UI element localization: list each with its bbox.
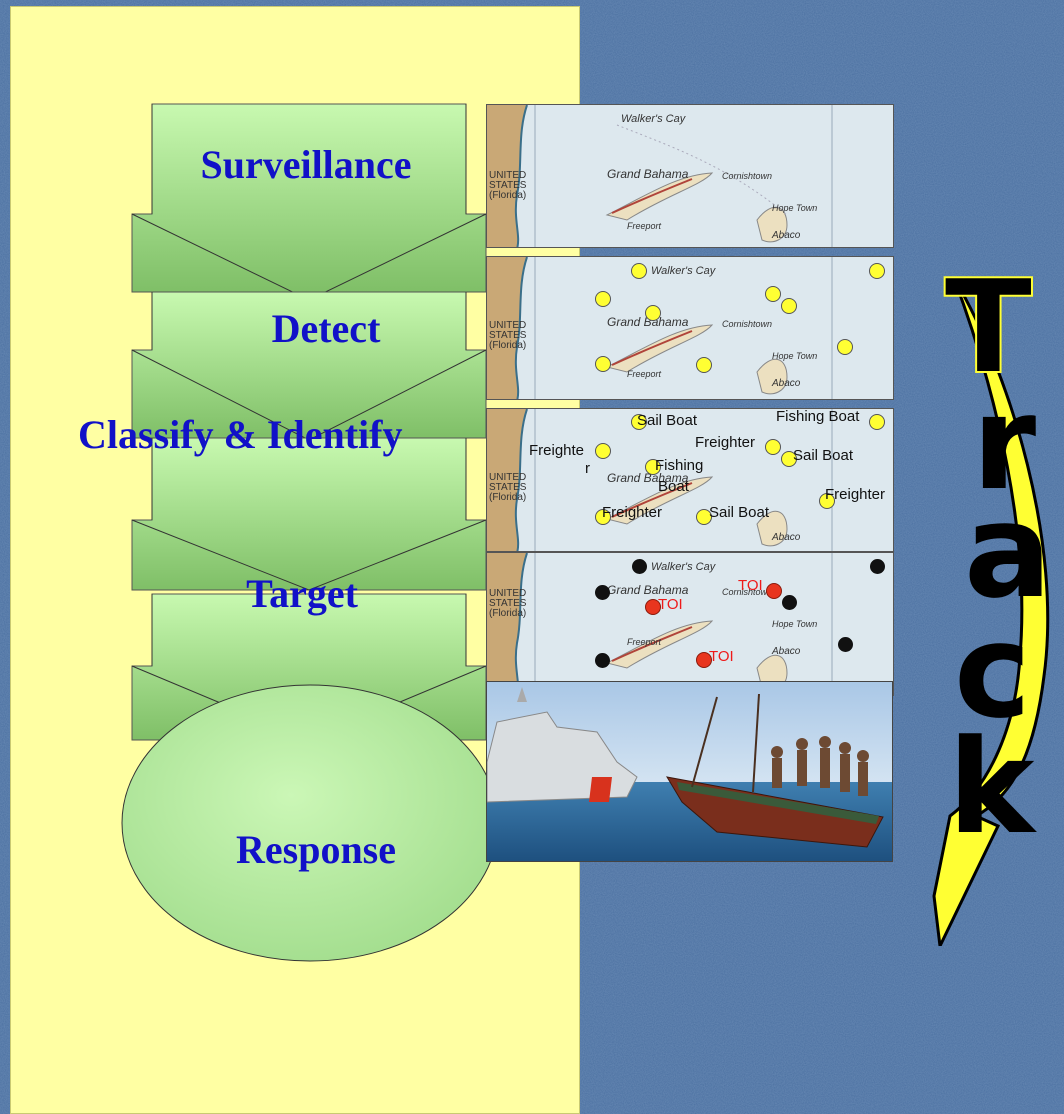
map-label-us-3: (Florida) [489,340,527,351]
map-label-hope-town: Hope Town [772,203,818,213]
map-label-cornishtown: Cornishtown [722,319,773,329]
map-panel-classify-identify: Grand Bahama Abaco UNITED STATES (Florid… [486,408,894,552]
contact-marker [645,305,661,321]
toi-label: TOI [658,596,683,613]
vessel-label-sail-boat: Sail Boat [637,412,698,429]
contact-marker [595,653,610,668]
map-panel-surveillance: Walker's Cay Grand Bahama Cornishtown Ho… [486,104,894,248]
contact-marker [595,443,611,459]
contact-marker [595,585,610,600]
track-letter-t: T [943,251,1034,403]
map-label-us-2: STATES [489,598,527,609]
contact-marker [595,356,611,372]
toi-label: TOI [738,577,763,594]
map-label-us-2: STATES [489,180,527,191]
contact-marker [632,559,647,574]
vessel-label-fishing-boat: Boat [658,478,689,495]
contact-marker [631,414,647,430]
track-letter-k: k [948,711,1035,863]
stage-arrow-classify-identify [131,437,487,591]
ship-photo-icon [487,682,892,861]
map-label-grand-bahama: Grand Bahama [607,167,689,181]
contact-marker [631,263,647,279]
vessel-label-freighter: Freighter [825,486,886,503]
vessel-label-freighter: Freighter [602,504,663,521]
vessel-label-sail-boat: Sail Boat [709,504,770,521]
map-label-walkers-cay: Walker's Cay [651,265,716,277]
map-label-walkers-cay: Walker's Cay [651,561,716,573]
map-label-us-3: (Florida) [489,608,527,619]
contact-marker [781,298,797,314]
map-panel-target: Walker's Cay Grand Bahama Cornishtown Ho… [486,552,894,696]
map-label-walkers-cay: Walker's Cay [621,113,686,125]
contact-marker [819,493,835,509]
map-label-us-1: UNITED [489,588,527,599]
target-of-interest-marker [766,583,782,599]
track-letter-c: c [954,595,1032,747]
stage-label-target: Target [246,571,358,616]
stage-label-detect: Detect [271,306,381,351]
vessel-label-sail-boat: Sail Boat [793,447,854,464]
map-label-us-2: STATES [489,330,527,341]
vessel-label-fishing-boat: Fishing [655,457,704,474]
map-label-grand-bahama: Grand Bahama [607,471,689,485]
vessel-label-fishing-boat: Fishing Boat [776,408,860,425]
map-graphic [487,553,893,695]
map-label-us-3: (Florida) [489,492,527,503]
map-label-freeport: Freeport [627,637,662,647]
vessel-label-freighter: Freighte [529,442,585,459]
map-label-hope-town: Hope Town [772,351,818,361]
stage-label-surveillance: Surveillance [200,142,412,187]
map-label-grand-bahama: Grand Bahama [607,583,689,597]
contact-marker [645,459,661,475]
stage-arrow-surveillance [131,103,487,301]
map-label-us-1: UNITED [489,472,527,483]
toi-label: TOI [709,648,734,665]
map-label-cornishtown: Cornishtown [722,587,773,597]
map-label-cornishtown: Cornishtown [722,171,773,181]
target-of-interest-marker [645,599,661,615]
target-of-interest-marker [696,652,712,668]
contact-marker [869,263,885,279]
map-label-abaco: Abaco [772,646,801,657]
response-photo [486,681,893,862]
track-letter-r: r [972,367,1037,519]
contact-marker [696,357,712,373]
contact-marker [838,637,853,652]
contact-marker [781,451,797,467]
curved-arrow-icon [932,277,1050,946]
map-label-abaco: Abaco [772,532,801,543]
contact-marker [595,509,611,525]
map-label-us-1: UNITED [489,320,527,331]
map-label-us-1: UNITED [489,170,527,181]
stage-label-classify-identify: Classify & Identify [78,412,403,457]
map-label-freeport: Freeport [627,221,662,231]
map-label-us-2: STATES [489,482,527,493]
contact-marker [595,291,611,307]
vessel-label-freighter: r [585,460,590,477]
map-graphic [487,105,893,247]
map-label-abaco: Abaco [772,378,801,389]
contact-marker [869,414,885,430]
map-label-us-3: (Florida) [489,190,527,201]
contact-marker [765,439,781,455]
map-panel-detect: Walker's Cay Grand Bahama Cornishtown Ho… [486,256,894,400]
contact-marker [765,286,781,302]
contact-marker [696,509,712,525]
vessel-label-freighter: Freighter [695,434,756,451]
map-label-grand-bahama: Grand Bahama [607,315,689,329]
map-label-abaco: Abaco [772,230,801,241]
contact-marker [782,595,797,610]
map-label-hope-town: Hope Town [772,619,818,629]
map-graphic [487,409,893,551]
map-label-freeport: Freeport [627,369,662,379]
map-graphic [487,257,893,399]
contact-marker [870,559,885,574]
stage-label-response: Response [235,827,397,872]
stage-ellipse-response [121,684,499,962]
contact-marker [837,339,853,355]
track-letter-a: a [964,475,1052,627]
